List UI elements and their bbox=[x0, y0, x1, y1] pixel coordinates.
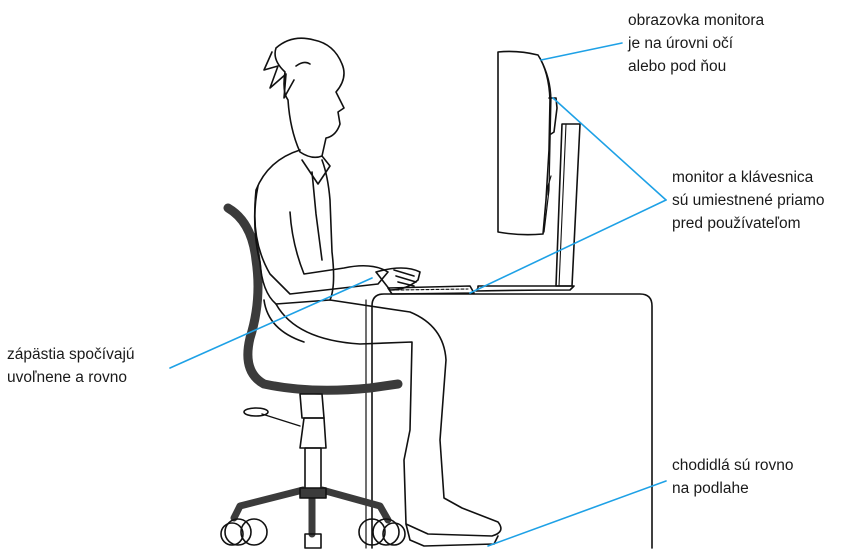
callout-line-wrists bbox=[170, 278, 372, 368]
desk bbox=[366, 294, 652, 548]
monitor bbox=[476, 51, 580, 291]
label-feet: chodidlá sú rovno na podlahe bbox=[672, 454, 794, 500]
callout-line-monitor-height bbox=[541, 43, 622, 60]
label-wrists-line-1: zápästia spočívajú bbox=[7, 343, 135, 366]
seated-person bbox=[255, 38, 501, 546]
label-monitor-keyboard-line-1: monitor a klávesnica bbox=[672, 166, 825, 189]
label-monitor-height-line-2: je na úrovni očí bbox=[628, 32, 764, 55]
label-wrists: zápästia spočívajú uvoľnene a rovno bbox=[7, 343, 135, 389]
label-feet-line-2: na podlahe bbox=[672, 477, 794, 500]
label-wrists-line-2: uvoľnene a rovno bbox=[7, 366, 135, 389]
label-monitor-keyboard-line-3: pred používateľom bbox=[672, 212, 825, 235]
label-monitor-height-line-1: obrazovka monitora bbox=[628, 9, 764, 32]
label-monitor-keyboard-line-2: sú umiestnené priamo bbox=[672, 189, 825, 212]
label-feet-line-1: chodidlá sú rovno bbox=[672, 454, 794, 477]
callout-line-feet bbox=[488, 481, 666, 546]
callout-line-keyboard bbox=[470, 200, 666, 293]
keyboard bbox=[388, 286, 474, 294]
label-monitor-height-line-3: alebo pod ňou bbox=[628, 55, 764, 78]
office-chair bbox=[221, 208, 405, 548]
callout-line-monitor-top bbox=[553, 98, 666, 200]
label-monitor-keyboard: monitor a klávesnica sú umiestnené priam… bbox=[672, 166, 825, 235]
label-monitor-height: obrazovka monitora je na úrovni očí aleb… bbox=[628, 9, 764, 78]
